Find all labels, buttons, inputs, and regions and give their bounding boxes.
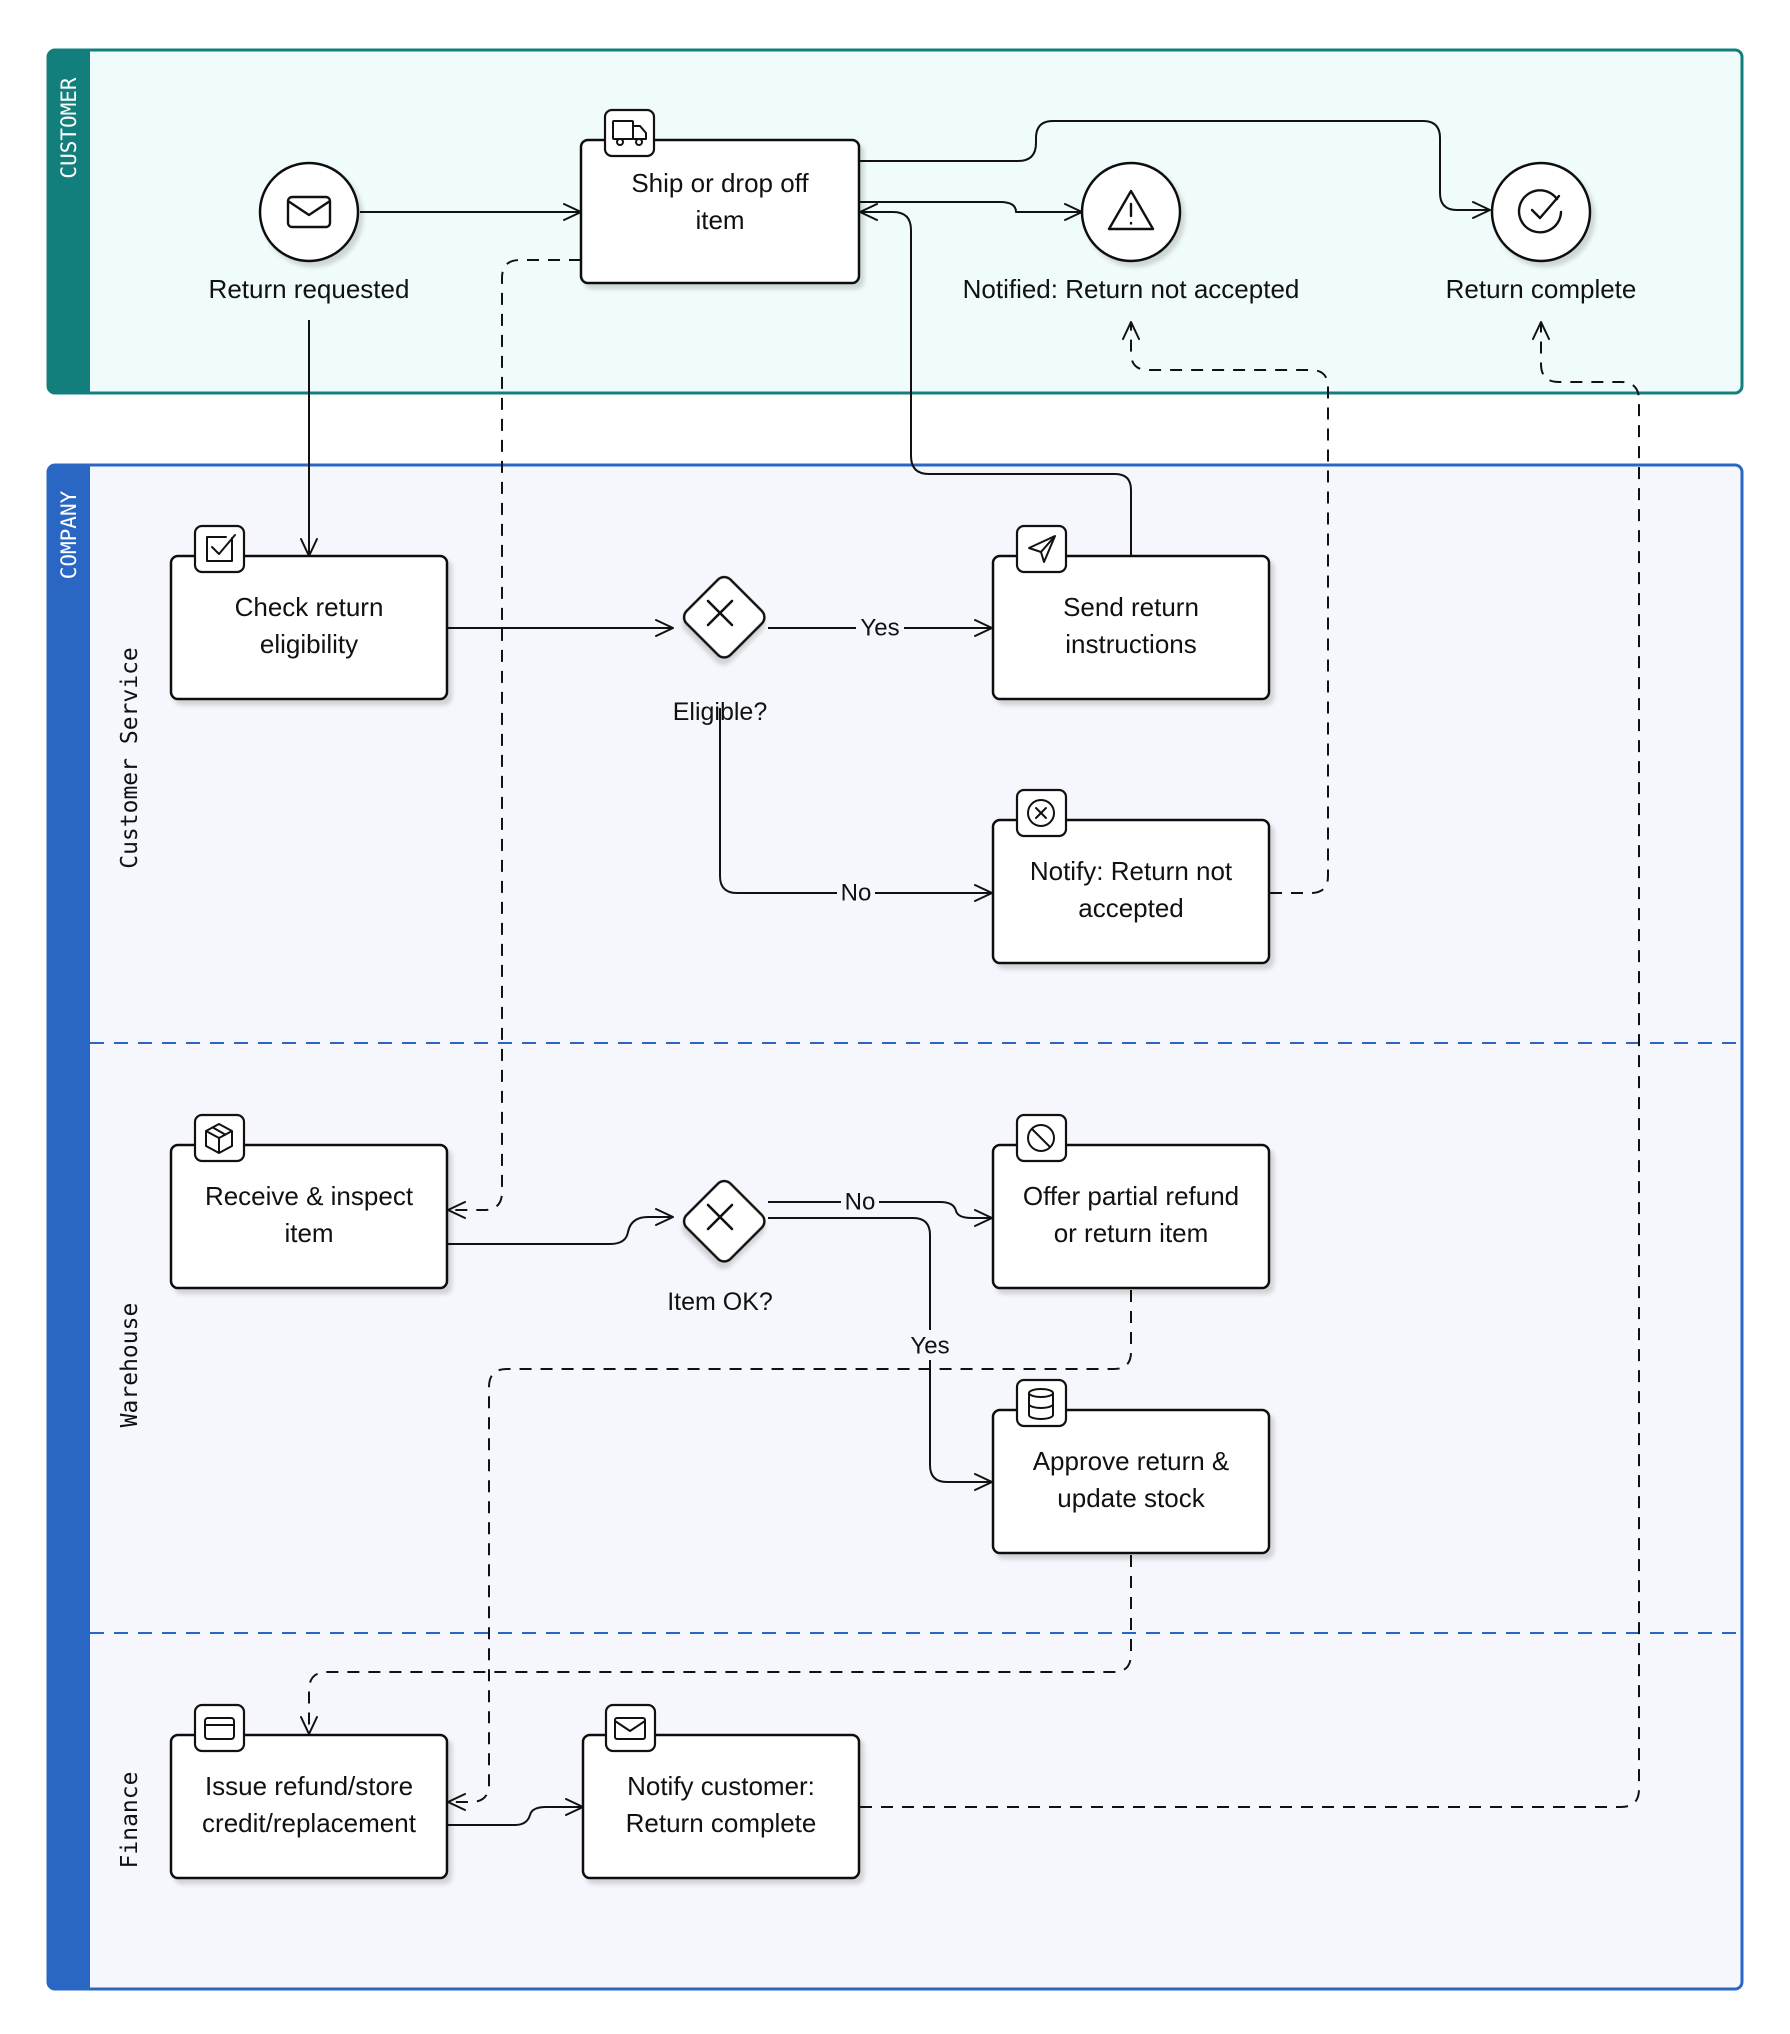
task-receive-inspect: Receive & inspect item xyxy=(169,1113,449,1290)
edge-label-itemok-yes: Yes xyxy=(910,1333,949,1360)
task-label-line1: Approve return & xyxy=(1033,1446,1230,1476)
lane-label-warehouse: Warehouse xyxy=(117,1303,143,1428)
customer-pool-band xyxy=(48,50,90,393)
label-bg xyxy=(841,1186,879,1216)
task-icon-badge xyxy=(1015,524,1068,574)
mail-icon xyxy=(614,1717,646,1740)
send-icon xyxy=(1028,535,1056,563)
task-box xyxy=(579,138,861,285)
task-box xyxy=(169,554,449,701)
edge-refund-to-notify xyxy=(448,1798,584,1826)
task-icon-badge xyxy=(604,1703,657,1753)
gateway-item-ok: Item OK? xyxy=(667,1179,773,1316)
task-notify-not-accepted: Notify: Return not accepted xyxy=(991,788,1271,965)
edge-eligible-no xyxy=(719,708,993,902)
msg-ship-to-receive xyxy=(447,259,581,1219)
check-circle-icon xyxy=(1517,189,1563,234)
task-label-line2: credit/replacement xyxy=(202,1808,417,1838)
task-check-eligibility: Check return eligibility xyxy=(169,524,449,701)
event-circle xyxy=(258,161,360,263)
company-pool-band xyxy=(48,465,90,1989)
checkbox-icon xyxy=(206,534,236,562)
edge-receive-to-itemok xyxy=(448,1208,674,1245)
event-label: Notified: Return not accepted xyxy=(963,274,1300,304)
task-approve-return: Approve return & update stock xyxy=(991,1378,1271,1555)
database-icon xyxy=(1028,1388,1054,1420)
task-label-line2: Return complete xyxy=(626,1808,817,1838)
x-circle-icon xyxy=(1027,799,1055,827)
lane-label-finance: Finance xyxy=(117,1772,143,1869)
mail-icon xyxy=(286,195,332,229)
task-label-line1: Ship or drop off xyxy=(631,168,809,198)
card-icon xyxy=(204,1717,235,1740)
task-box xyxy=(991,818,1271,965)
label-bg xyxy=(856,612,904,642)
task-label-line2: accepted xyxy=(1078,893,1184,923)
task-label-line1: Notify customer: xyxy=(627,1771,815,1801)
task-label-line2: item xyxy=(695,205,744,235)
task-ship-item: Ship or drop off item xyxy=(579,108,861,285)
gateway-label: Eligible? xyxy=(673,698,768,726)
edge-ship-to-notified xyxy=(860,201,1083,221)
task-label-line1: Send return xyxy=(1063,592,1199,622)
task-label-line1: Issue refund/store xyxy=(205,1771,413,1801)
task-label-line1: Receive & inspect xyxy=(205,1181,414,1211)
task-label-line2: or return item xyxy=(1054,1218,1209,1248)
task-label-line2: instructions xyxy=(1065,629,1197,659)
edge-instructions-to-ship xyxy=(859,203,1132,556)
msg-offer-to-refund xyxy=(447,1290,1132,1811)
task-send-instructions: Send return instructions xyxy=(991,524,1271,701)
edge-labels: Yes No No Yes xyxy=(837,612,954,1360)
task-issue-refund: Issue refund/store credit/replacement xyxy=(169,1703,449,1880)
event-return-complete: Return complete xyxy=(1446,161,1637,304)
task-label-line1: Notify: Return not xyxy=(1030,856,1233,886)
task-box xyxy=(169,1733,449,1880)
edge-label-itemok-no: No xyxy=(845,1189,876,1216)
task-box xyxy=(169,1143,449,1290)
event-circle xyxy=(1490,161,1592,263)
task-label-line1: Offer partial refund xyxy=(1023,1181,1239,1211)
edge-ship-to-complete xyxy=(860,120,1491,219)
task-offer-partial: Offer partial refund or return item xyxy=(991,1113,1271,1290)
customer-pool-title: CUSTOMER xyxy=(57,77,81,179)
edges xyxy=(300,120,1640,1826)
edge-label-eligible-yes: Yes xyxy=(860,615,899,642)
task-box xyxy=(581,1733,861,1880)
company-pool: COMPANY Customer Service Warehouse Finan… xyxy=(46,463,1744,1991)
edge-label-eligible-no: No xyxy=(841,880,872,907)
event-label: Return complete xyxy=(1446,274,1637,304)
lane-label-customer-service: Customer Service xyxy=(117,647,143,869)
task-label-line2: update stock xyxy=(1057,1483,1205,1513)
task-icon-badge xyxy=(193,1703,246,1753)
msg-notify-to-notified xyxy=(1122,321,1329,894)
task-box xyxy=(991,1408,1271,1555)
event-notified-not-accepted: Notified: Return not accepted xyxy=(963,161,1300,304)
customer-pool: CUSTOMER xyxy=(46,48,1744,395)
company-pool-title: COMPANY xyxy=(57,490,81,579)
package-icon xyxy=(205,1123,233,1154)
task-box xyxy=(991,1143,1271,1290)
edge-itemok-no xyxy=(768,1201,993,1227)
label-bg xyxy=(837,877,875,907)
task-label-line2: item xyxy=(284,1218,333,1248)
warning-icon xyxy=(1107,189,1155,231)
task-box xyxy=(991,554,1271,701)
ban-icon xyxy=(1027,1124,1055,1152)
msg-approve-to-refund xyxy=(300,1555,1132,1735)
truck-icon xyxy=(612,120,647,146)
x-gateway-icon xyxy=(706,1203,734,1231)
task-notify-complete: Notify customer: Return complete xyxy=(581,1703,861,1880)
event-label: Return requested xyxy=(209,274,410,304)
gateway-eligible: Eligible? xyxy=(673,575,768,726)
x-gateway-icon xyxy=(706,599,734,627)
msg-notify-to-complete xyxy=(860,321,1640,1808)
message-flows xyxy=(300,259,1640,1811)
task-icon-badge xyxy=(193,524,246,574)
label-bg xyxy=(906,1330,954,1360)
gateway-label: Item OK? xyxy=(667,1288,773,1316)
task-label-line1: Check return xyxy=(235,592,384,622)
task-label-line2: eligibility xyxy=(260,629,358,659)
event-return-requested: Return requested xyxy=(209,161,410,304)
